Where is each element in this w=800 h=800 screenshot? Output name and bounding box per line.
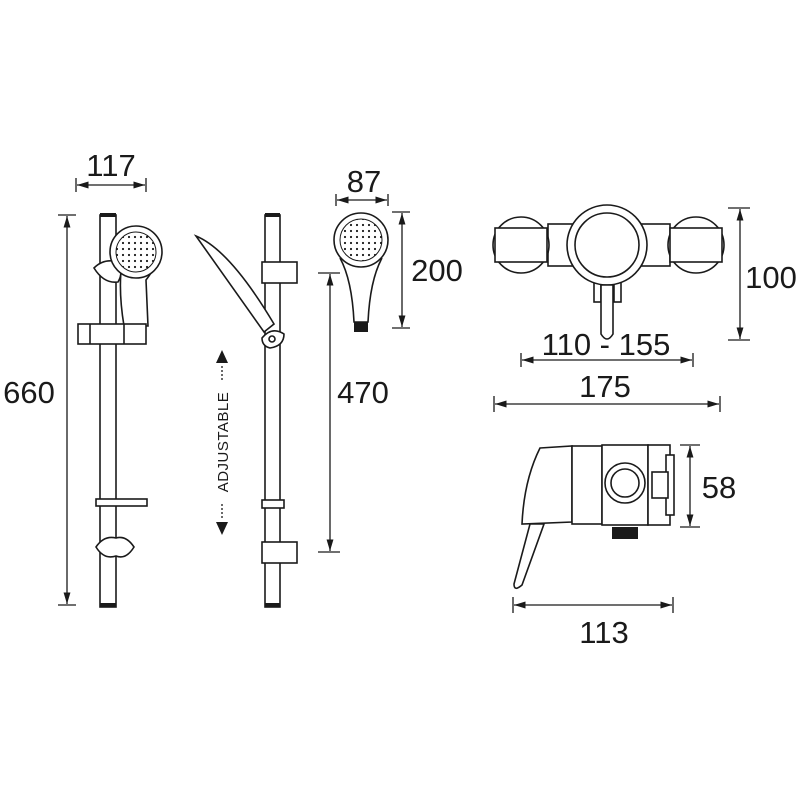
lever xyxy=(513,523,546,590)
dimension-bracket-span: 470 xyxy=(318,272,389,553)
soap-dish xyxy=(95,498,148,507)
dimension-valve-width: 175 xyxy=(493,369,721,412)
dimension-label: 100 xyxy=(745,260,797,295)
outlet-thread xyxy=(612,527,638,539)
adjustable-label: ADJUSTABLE xyxy=(215,392,232,493)
rail-kit-front-view xyxy=(77,213,163,608)
dimension-inlet-centres: 110 - 155 xyxy=(520,327,694,367)
dimension-label: 87 xyxy=(347,164,381,199)
lever xyxy=(600,284,614,340)
dimension-rail-height: 660 xyxy=(3,214,76,606)
bottom-wall-bracket xyxy=(95,536,135,558)
temperature-dial xyxy=(566,204,648,286)
dimension-label: 470 xyxy=(337,375,389,410)
dimension-handset-width: 87 xyxy=(335,164,389,206)
top-wall-bracket xyxy=(261,261,298,284)
slider-bracket xyxy=(77,323,147,345)
dimension-label: 58 xyxy=(702,470,736,505)
dimension-valve-height: 100 xyxy=(728,207,797,341)
dimension-label: 660 xyxy=(3,375,55,410)
valve-side-view xyxy=(513,444,675,590)
dimension-handset-height: 200 xyxy=(392,211,463,329)
dimension-label: 175 xyxy=(579,369,631,404)
adjustable-indicator: ADJUSTABLE xyxy=(215,350,232,535)
slider-clip xyxy=(261,330,285,349)
dimension-label: 200 xyxy=(411,253,463,288)
soap-dish-clip xyxy=(261,499,285,509)
handset-side xyxy=(193,234,276,334)
bottom-wall-bracket xyxy=(261,541,298,564)
dimension-total-depth: 113 xyxy=(512,597,674,650)
handset-front-view xyxy=(333,212,389,332)
rail-kit-side-view xyxy=(193,213,298,608)
dimension-body-depth: 58 xyxy=(680,444,736,528)
dimension-label: 113 xyxy=(579,615,628,650)
dimension-label: 117 xyxy=(86,148,135,183)
dimension-rail-width: 117 xyxy=(75,148,147,192)
dimension-label: 110 - 155 xyxy=(542,327,671,362)
valve-front-view xyxy=(492,204,725,340)
lever-housing xyxy=(521,445,573,525)
